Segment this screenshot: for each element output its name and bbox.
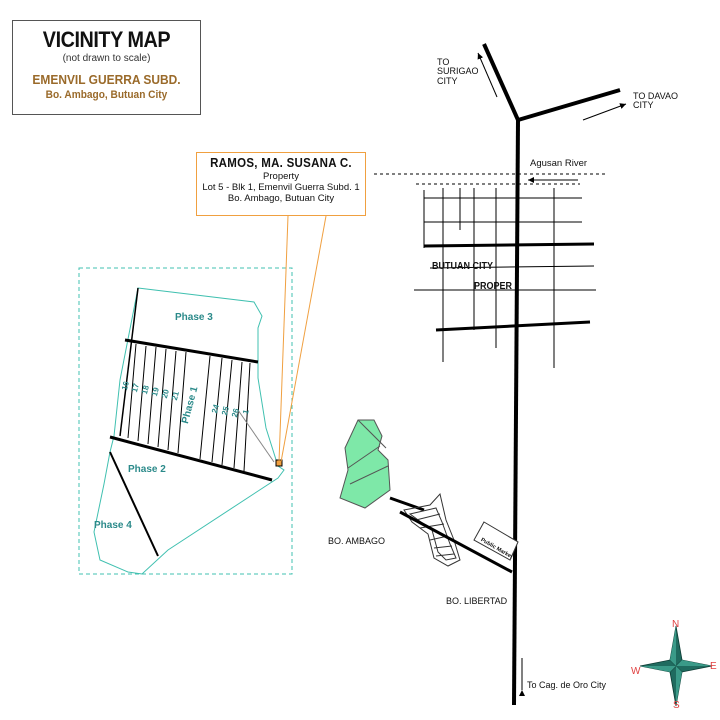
to-surigao-arrow [477,52,498,98]
subdivision-location: Bo. Ambago, Butuan City [45,89,168,101]
site-plan-frame [78,267,293,575]
property-address: Bo. Ambago, Butuan City [227,193,335,204]
compass-west-label: W [631,666,641,677]
property-lot: Lot 5 - Blk 1, Emenvil Guerra Subd. 1 [202,182,360,193]
compass-south-label: S [673,700,680,711]
to-davao-label: TO DAVAO CITY [633,91,679,111]
libertad-label: BO. LIBERTAD [446,596,508,606]
phase-3-label: Phase 3 [175,312,213,323]
property-owner: RAMOS, MA. SUSANA C. [210,156,352,170]
site-plan [93,287,285,575]
ambago-green-area [339,419,425,512]
subdivision-name: EMENVIL GUERRA SUBD. [32,72,181,87]
phase-2-label: Phase 2 [128,464,166,475]
ambago-label: BO. AMBAGO [328,536,386,546]
agusan-river [374,173,608,185]
title-box: VICINITY MAP (not drawn to scale) EMENVI… [12,20,201,115]
city-street-grid [414,188,596,368]
libertad-subdivision [399,492,513,574]
property-type: Property [263,171,299,182]
scale-note: (not drawn to scale) [62,53,151,64]
to-surigao-label: TO SURIGAO CITY [437,57,479,86]
compass-rose-icon [639,625,713,707]
main-highway [482,43,621,706]
to-cagayan-label: To Cag. de Oro City [527,680,607,690]
river-label: Agusan River [530,158,588,169]
public-market [473,521,519,561]
city-label-line1: BUTUAN CITY [432,261,494,272]
compass-north-label: N [672,619,680,630]
property-callout: RAMOS, MA. SUSANA C. Property Lot 5 - Bl… [196,152,366,216]
map-title: VICINITY MAP [42,27,171,52]
to-davao-arrow [582,103,627,121]
city-label-line2: PROPER [474,281,513,292]
phase-4-label: Phase 4 [94,520,132,531]
compass-east-label: E [710,661,717,672]
callout-leader-lines [278,215,327,463]
